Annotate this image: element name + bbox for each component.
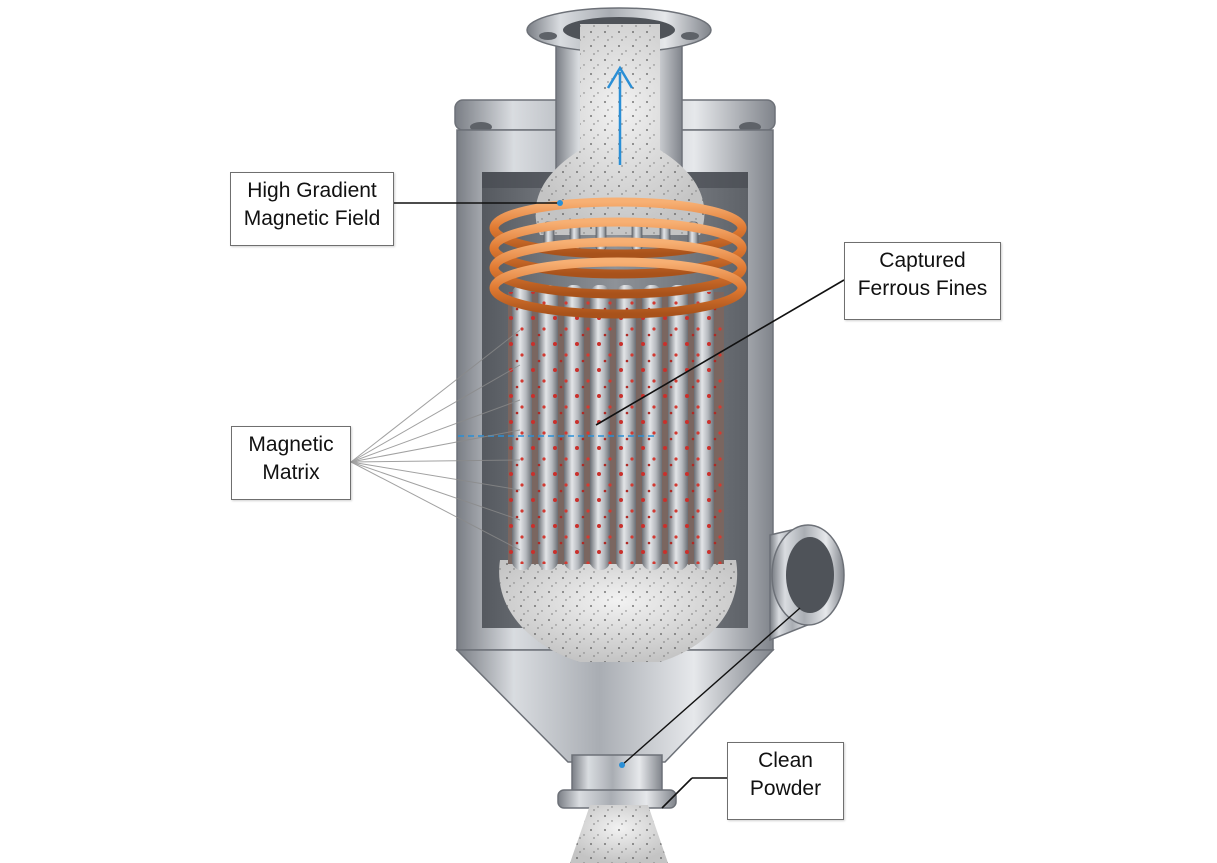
label-captured-ferrous-fines: Captured Ferrous Fines: [844, 242, 1001, 320]
label-clean-line2: Powder: [749, 777, 822, 800]
label-high-gradient-magnetic-field: High Gradient Magnetic Field: [230, 172, 394, 246]
label-captured-line2: Ferrous Fines: [857, 277, 988, 300]
label-matrix-line1: Magnetic: [248, 433, 334, 456]
label-high-gradient-line2: Magnetic Field: [243, 207, 381, 230]
label-clean-powder: Clean Powder: [727, 742, 844, 820]
label-magnetic-matrix: Magnetic Matrix: [231, 426, 351, 500]
copper-coil: [489, 197, 747, 319]
leader-lines: [350, 200, 845, 809]
captured-ferrous-particles: [508, 292, 724, 564]
label-captured-line1: Captured: [879, 249, 966, 272]
label-matrix-line2: Matrix: [262, 461, 320, 484]
label-high-gradient-line1: High Gradient: [247, 179, 377, 202]
label-clean-line1: Clean: [758, 749, 813, 772]
side-port: [769, 524, 845, 642]
magnetic-matrix: [508, 221, 724, 570]
